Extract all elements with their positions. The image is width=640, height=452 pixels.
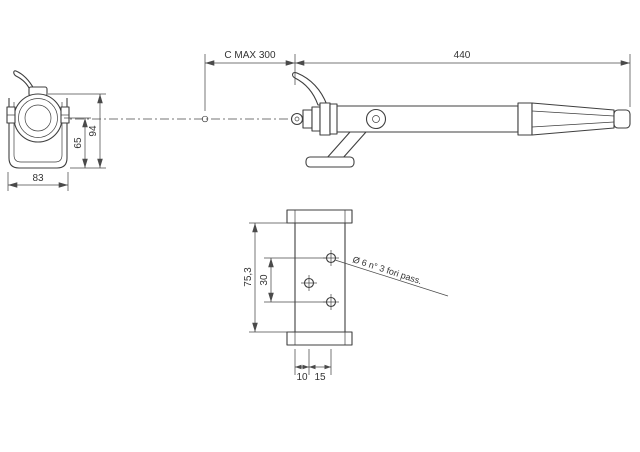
dim-30: 30 <box>259 257 326 303</box>
cone-edge-bottom <box>531 121 615 128</box>
mounting-bracket-view: Ø 6 n° 3 fori pass. 75,3 30 10 15 <box>243 209 449 383</box>
clevis-plate <box>311 106 321 132</box>
bracket-bottom-flange <box>286 331 353 346</box>
bracket-web <box>294 222 346 333</box>
pivot-hole <box>372 115 380 123</box>
body-collar <box>329 103 338 135</box>
dim-15-label: 15 <box>314 372 326 383</box>
holes-note: Ø 6 n° 3 fori pass. <box>334 254 449 297</box>
dim-83-label: 83 <box>32 173 44 184</box>
release-lever-end <box>13 70 35 91</box>
clevis-block <box>302 109 313 129</box>
bracket-foot <box>305 156 355 168</box>
dim-440: 440 <box>295 50 631 107</box>
actuator-end-view: 83 65 94 <box>6 70 106 191</box>
dim-65: 65 <box>64 117 106 169</box>
dim-c-max-300-label: C MAX 300 <box>224 50 276 61</box>
cone-tip <box>613 109 631 129</box>
body-outline-circle <box>13 93 63 143</box>
pivot-boss <box>365 108 387 130</box>
dim-75-3: 75,3 <box>243 222 292 333</box>
hub-circle <box>24 104 52 132</box>
dim-65-label: 65 <box>73 137 84 149</box>
actuator-body <box>329 105 519 133</box>
cone-edge-top <box>531 110 615 117</box>
dim-c-max-300: C MAX 300 <box>204 50 296 111</box>
leader-line <box>334 259 449 297</box>
rear-cone <box>531 102 615 136</box>
bracket-top-flange <box>286 209 353 224</box>
eye-hole <box>294 116 300 122</box>
rear-cap <box>517 102 533 136</box>
dim-83: 83 <box>7 172 69 191</box>
dim-94-label: 94 <box>88 125 99 137</box>
dim-440-label: 440 <box>454 50 471 61</box>
stirrup-bracket-outer <box>8 98 68 169</box>
release-lever <box>292 72 328 106</box>
dim-10-label: 10 <box>296 372 308 383</box>
stirrup-bracket-inner <box>13 102 63 163</box>
actuator-side-view: C MAX 300 440 <box>58 50 631 168</box>
stroke-reference-point <box>201 115 209 123</box>
eye-end <box>290 112 304 126</box>
dim-30-label: 30 <box>259 274 270 286</box>
mounting-holes <box>301 250 339 310</box>
holes-note-label: Ø 6 n° 3 fori pass. <box>351 254 423 286</box>
dim-10-15: 10 15 <box>294 349 332 383</box>
front-cap <box>319 102 331 136</box>
dim-94: 94 <box>48 93 106 168</box>
bracket-arm <box>325 131 367 160</box>
body-inner-circle <box>18 98 58 138</box>
dim-75-3-label: 75,3 <box>243 267 254 287</box>
